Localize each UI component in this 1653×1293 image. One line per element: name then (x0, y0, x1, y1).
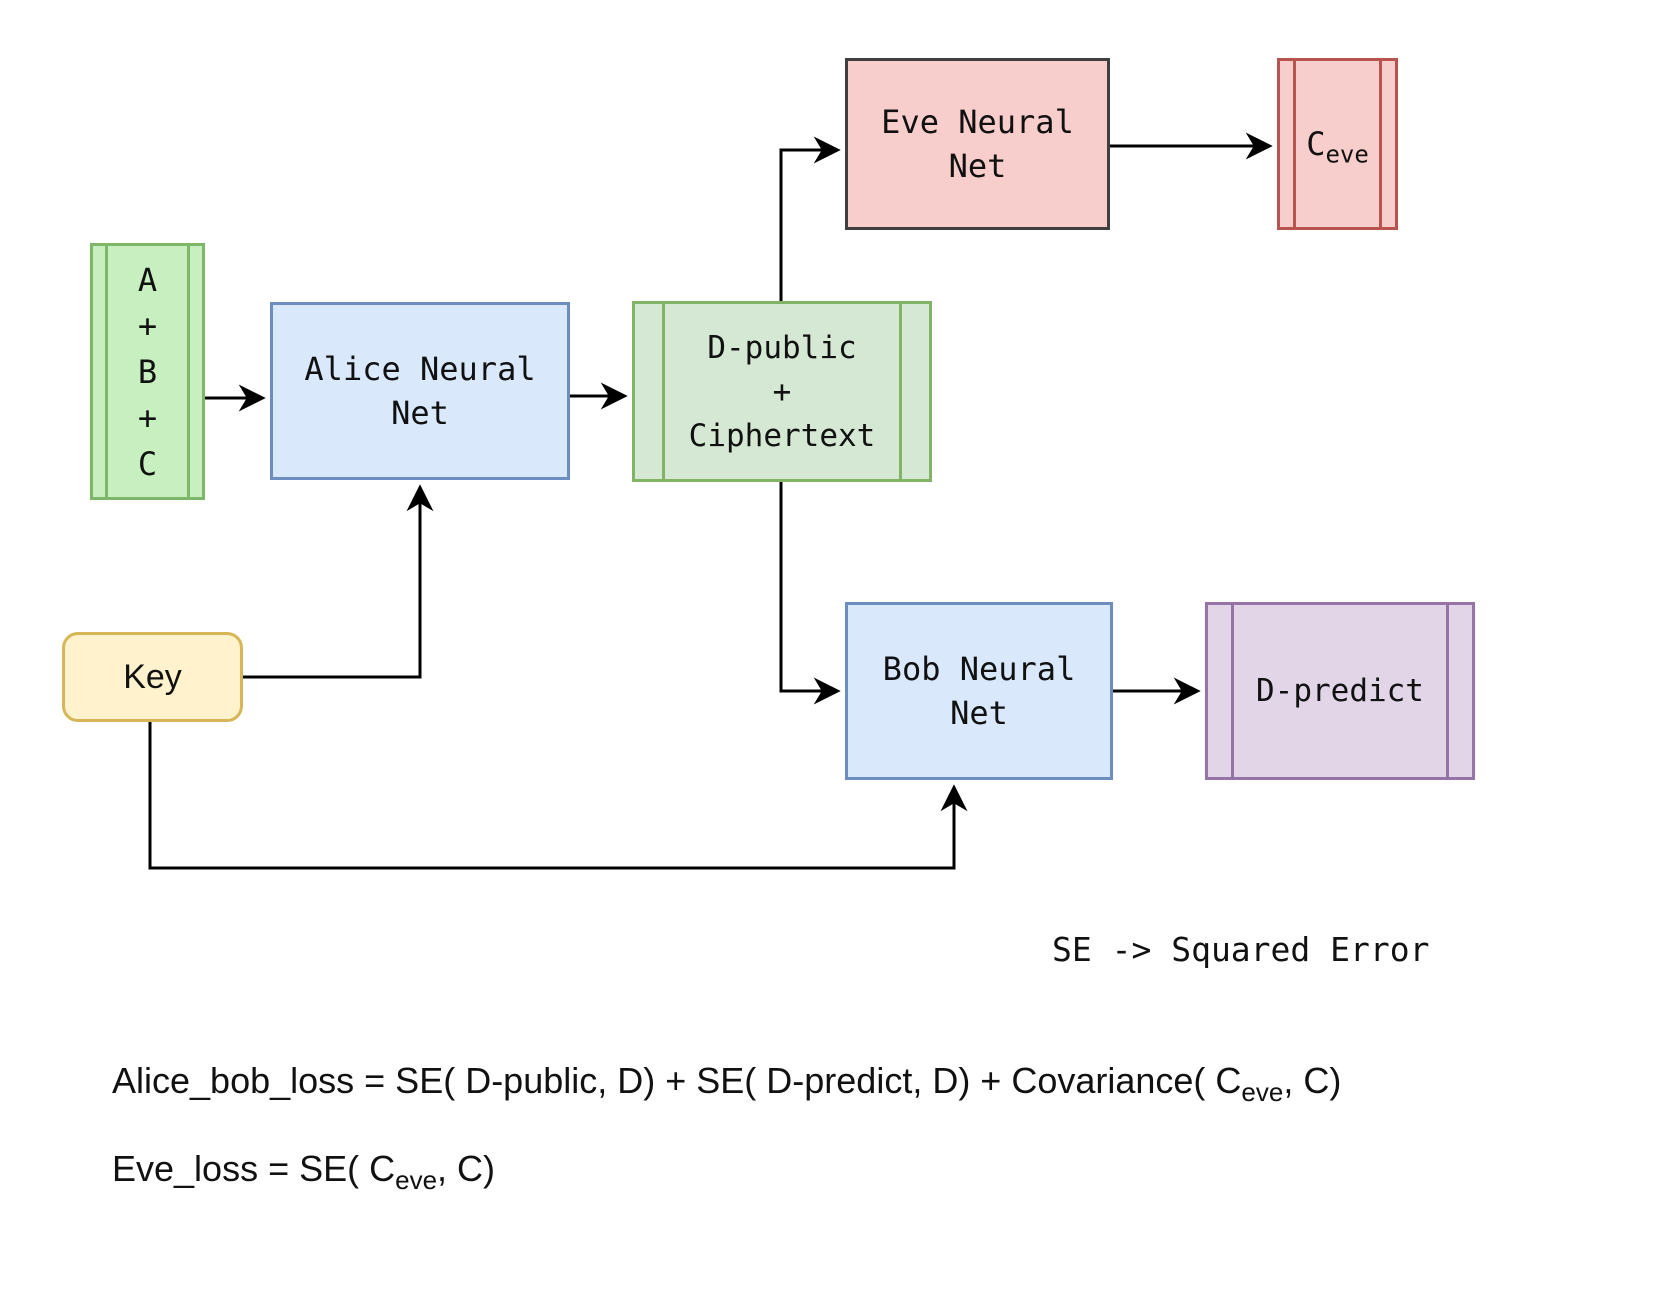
bob-neural-net-node: Bob Neural Net (845, 602, 1113, 780)
d-public-ciphertext-node: D-public + Ciphertext (632, 301, 932, 482)
process-bar (1293, 61, 1296, 227)
arrow-dpublic-to-eve (779, 136, 841, 301)
process-bar (662, 304, 665, 479)
process-bar (899, 304, 902, 479)
arrow-dpublic-to-bob (779, 482, 841, 705)
node-label: Ceve (1306, 125, 1369, 169)
node-label: + (137, 306, 158, 345)
alice-bob-loss-formula: Alice_bob_loss = SE( D-public, D) + SE( … (112, 1060, 1342, 1108)
node-label: B (137, 352, 158, 391)
node-label: Alice Neural (304, 350, 536, 388)
eve-loss-formula: Eve_loss = SE( Ceve, C) (112, 1148, 496, 1196)
node-label: A (137, 260, 158, 299)
input-abc-node: A + B + C (90, 243, 205, 500)
node-label: Key (123, 657, 182, 696)
node-label: + (137, 398, 158, 437)
arrow-key-to-alice (243, 484, 434, 679)
eve-neural-net-node: Eve Neural Net (845, 58, 1110, 230)
d-predict-node: D-predict (1205, 602, 1475, 780)
node-label: + (772, 373, 792, 410)
arrow-key-to-bob (148, 722, 968, 870)
c-eve-node: Ceve (1277, 58, 1398, 230)
se-note-text: SE -> Squared Error (1052, 930, 1430, 969)
node-label: D-public (707, 329, 857, 366)
node-label: Net (950, 694, 1008, 732)
process-bar (1446, 605, 1449, 777)
node-label: C (137, 444, 158, 483)
process-bar (1231, 605, 1234, 777)
node-label: Bob Neural (882, 650, 1076, 688)
alice-neural-net-node: Alice Neural Net (270, 302, 570, 480)
process-bar (105, 246, 108, 497)
node-label: Eve Neural (881, 103, 1074, 141)
node-label: D-predict (1256, 673, 1424, 709)
node-label: Ciphertext (688, 417, 876, 454)
node-label: Net (948, 147, 1007, 185)
process-bar (187, 246, 190, 497)
key-node: Key (62, 632, 243, 722)
node-label: Net (391, 394, 449, 432)
process-bar (1379, 61, 1382, 227)
